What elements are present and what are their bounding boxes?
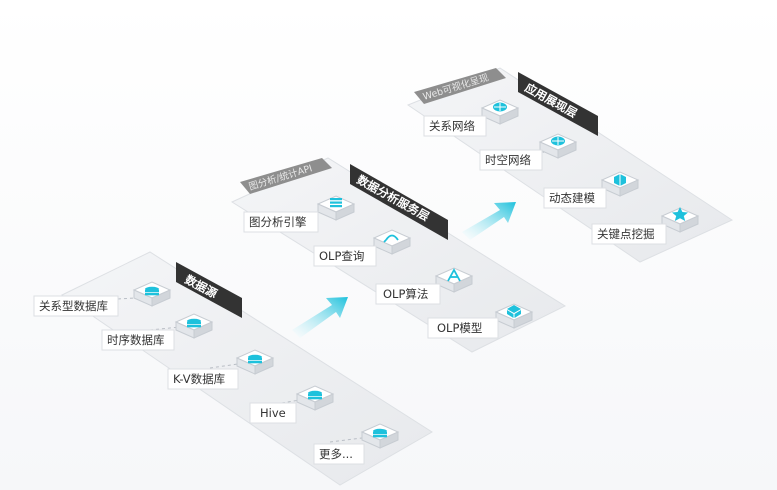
layer-1-item-1[interactable]: 关系型数据库 [33,281,172,317]
database-icon [373,428,387,438]
layer-2-item-2[interactable]: OLP查询 [313,229,412,267]
layer-2-item-label: OLP模型 [437,321,482,335]
model-cube-icon [507,305,521,318]
layer-1-item-3[interactable]: K-V数据库 [167,349,275,390]
layer-2-item-label: OLP查询 [319,249,364,263]
flow-arrow-2 [462,202,516,240]
layer-1-item-label: 时序数据库 [107,333,165,347]
database-icon [248,354,262,364]
layer-3-item-label: 时空网络 [485,153,531,167]
layer-3-item-4[interactable]: 关键点挖掘 [591,207,700,245]
layer-3-platform [406,67,734,263]
layer-3-item-label: 动态建模 [549,191,595,205]
globe-network-icon [493,102,507,112]
database-icon [187,318,201,328]
layer-1-item-label: K-V数据库 [173,372,225,386]
layer-1-item-label: 更多... [319,447,353,461]
layer-2-item-1[interactable]: 图分析引擎 [243,195,356,233]
layer-1-item-label: Hive [260,406,286,420]
layer-3-item-label: 关键点挖掘 [597,227,655,241]
server-stack-icon [330,198,342,208]
layer-3-item-2[interactable]: 时空网络 [479,133,578,171]
dynamic-model-icon [614,174,626,186]
globe-network-icon [551,136,565,146]
keypoint-star-icon [672,207,688,221]
layer-1-item-4[interactable]: Hive [249,385,335,424]
layer-1-item-5[interactable]: 更多... [313,423,400,465]
algorithm-icon [447,268,461,282]
layer-2-item-label: OLP算法 [383,287,428,301]
layer-2-item-label: 图分析引擎 [249,215,307,229]
layer-2-item-4[interactable]: OLP模型 [427,303,534,339]
layer-1-item-label: 关系型数据库 [39,299,108,313]
layer-3-item-label: 关系网络 [429,119,475,133]
flow-arrow-1 [292,297,348,338]
layer-1-item-2[interactable]: 时序数据库 [101,313,214,351]
layer-3-item-3[interactable]: 动态建模 [543,171,640,209]
layer-3-item-1[interactable]: 关系网络 [423,99,520,137]
layer-2-item-3[interactable]: OLP算法 [375,267,474,305]
database-icon [145,286,159,296]
query-icon [383,234,399,243]
database-icon [308,390,322,400]
